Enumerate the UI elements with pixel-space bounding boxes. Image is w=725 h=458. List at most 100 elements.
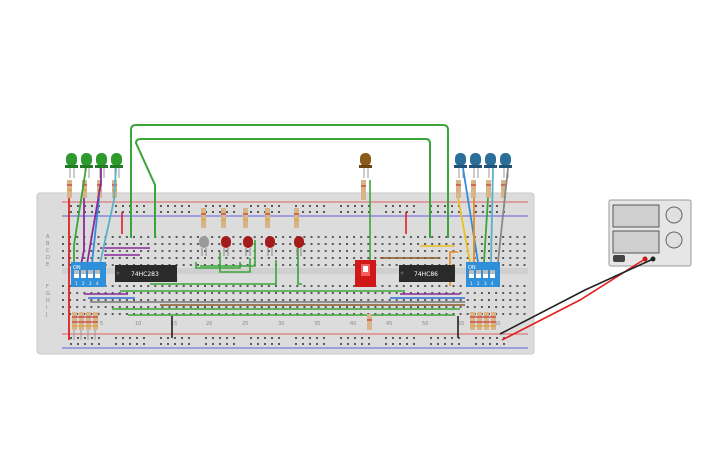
breadboard-hole bbox=[310, 257, 313, 259]
breadboard-hole bbox=[431, 236, 434, 238]
breadboard-hole bbox=[388, 236, 391, 238]
breadboard-hole bbox=[250, 343, 252, 345]
breadboard-hole bbox=[466, 236, 469, 238]
breadboard-hole bbox=[154, 250, 157, 252]
dip-switch-left[interactable]: ON 1 2 3 4 bbox=[71, 262, 106, 287]
breadboard-hole bbox=[211, 257, 214, 259]
breadboard-hole bbox=[338, 285, 341, 287]
breadboard-hole bbox=[459, 285, 462, 287]
breadboard-hole bbox=[211, 285, 214, 287]
slide-switch-red[interactable] bbox=[355, 260, 376, 287]
breadboard-hole bbox=[83, 313, 86, 315]
row-letter: H bbox=[46, 298, 50, 304]
breadboard-hole bbox=[204, 292, 206, 294]
breadboard-hole bbox=[147, 313, 150, 315]
breadboard-hole bbox=[385, 205, 387, 207]
row-letter: I bbox=[46, 305, 47, 311]
breadboard-hole bbox=[267, 313, 270, 315]
breadboard-hole bbox=[413, 337, 415, 339]
right-led-resistors bbox=[456, 180, 506, 198]
breadboard-hole bbox=[451, 343, 453, 345]
breadboard-hole bbox=[303, 264, 306, 266]
breadboard-hole bbox=[367, 250, 370, 252]
breadboard-hole bbox=[275, 257, 277, 259]
breadboard-hole bbox=[509, 292, 512, 294]
breadboard-hole bbox=[196, 313, 199, 315]
dip-switch-right[interactable]: ON 1 2 3 4 bbox=[466, 262, 500, 287]
breadboard-hole bbox=[431, 306, 434, 308]
breadboard-hole bbox=[438, 236, 441, 238]
breadboard-hole bbox=[388, 264, 391, 266]
breadboard-hole bbox=[381, 250, 384, 252]
breadboard-hole bbox=[496, 211, 498, 213]
breadboard-hole bbox=[125, 285, 128, 287]
breadboard-hole bbox=[452, 313, 455, 315]
led-brown-indicator bbox=[359, 153, 372, 200]
row-letters: A B C D E F G H I J bbox=[45, 234, 50, 318]
breadboard-hole bbox=[226, 205, 228, 207]
breadboard-hole bbox=[90, 257, 93, 259]
breadboard-hole bbox=[523, 264, 526, 266]
center-channel bbox=[62, 268, 528, 274]
breadboard-hole bbox=[331, 257, 334, 259]
breadboard-hole bbox=[267, 306, 270, 308]
breadboard-hole bbox=[452, 250, 455, 252]
breadboard-hole bbox=[346, 250, 348, 252]
breadboard-hole bbox=[267, 257, 270, 259]
breadboard-hole bbox=[496, 205, 498, 207]
breadboard-hole bbox=[167, 337, 169, 339]
breadboard-hole bbox=[70, 211, 72, 213]
breadboard-hole bbox=[316, 205, 318, 207]
resistor bbox=[477, 312, 482, 330]
breadboard-hole bbox=[161, 313, 164, 315]
wire-green bbox=[297, 240, 302, 285]
breadboard-hole bbox=[388, 243, 391, 245]
breadboard-hole bbox=[317, 313, 320, 315]
wire-green bbox=[200, 240, 256, 267]
breadboard-hole bbox=[118, 306, 121, 308]
breadboard-hole bbox=[90, 313, 93, 315]
breadboard-hole bbox=[368, 343, 370, 345]
breadboard-hole bbox=[324, 292, 327, 294]
breadboard-hole bbox=[182, 257, 185, 259]
breadboard-hole bbox=[188, 343, 190, 345]
breadboard-hole bbox=[260, 299, 263, 301]
breadboard-hole bbox=[459, 299, 462, 301]
breadboard-hole bbox=[353, 264, 356, 266]
breadboard-hole bbox=[267, 299, 270, 301]
breadboard-hole bbox=[409, 292, 412, 294]
breadboard-hole bbox=[302, 205, 304, 207]
breadboard-hole bbox=[406, 205, 408, 207]
breadboard-hole bbox=[182, 264, 185, 266]
breadboard-hole bbox=[189, 243, 192, 245]
breadboard-hole bbox=[70, 343, 72, 345]
breadboard-hole bbox=[516, 306, 519, 308]
breadboard-hole bbox=[205, 205, 207, 207]
breadboard-hole bbox=[452, 292, 455, 294]
breadboard-hole bbox=[253, 313, 256, 315]
breadboard-hole bbox=[509, 313, 512, 315]
breadboard-hole bbox=[97, 236, 100, 238]
breadboard-hole bbox=[473, 299, 476, 301]
breadboard-hole bbox=[482, 337, 484, 339]
breadboard-hole bbox=[402, 313, 405, 315]
breadboard-hole bbox=[295, 337, 297, 339]
breadboard-hole bbox=[122, 211, 124, 213]
breadboard-hole bbox=[323, 343, 325, 345]
resistor bbox=[82, 180, 87, 198]
breadboard-hole bbox=[406, 337, 408, 339]
breadboard-hole bbox=[282, 250, 285, 252]
breadboard-hole bbox=[205, 343, 207, 345]
breadboard-hole bbox=[257, 211, 259, 213]
breadboard-hole bbox=[360, 257, 363, 259]
breadboard-hole bbox=[111, 306, 114, 308]
breadboard-hole bbox=[69, 299, 72, 301]
breadboard-hole bbox=[62, 313, 64, 315]
breadboard-hole bbox=[253, 236, 256, 238]
breadboard-hole bbox=[310, 236, 313, 238]
breadboard-hole bbox=[253, 285, 256, 287]
breadboard-hole bbox=[118, 243, 121, 245]
breadboard-hole bbox=[495, 250, 498, 252]
bench-power-supply-icon[interactable] bbox=[608, 199, 692, 267]
breadboard-hole bbox=[381, 264, 384, 266]
